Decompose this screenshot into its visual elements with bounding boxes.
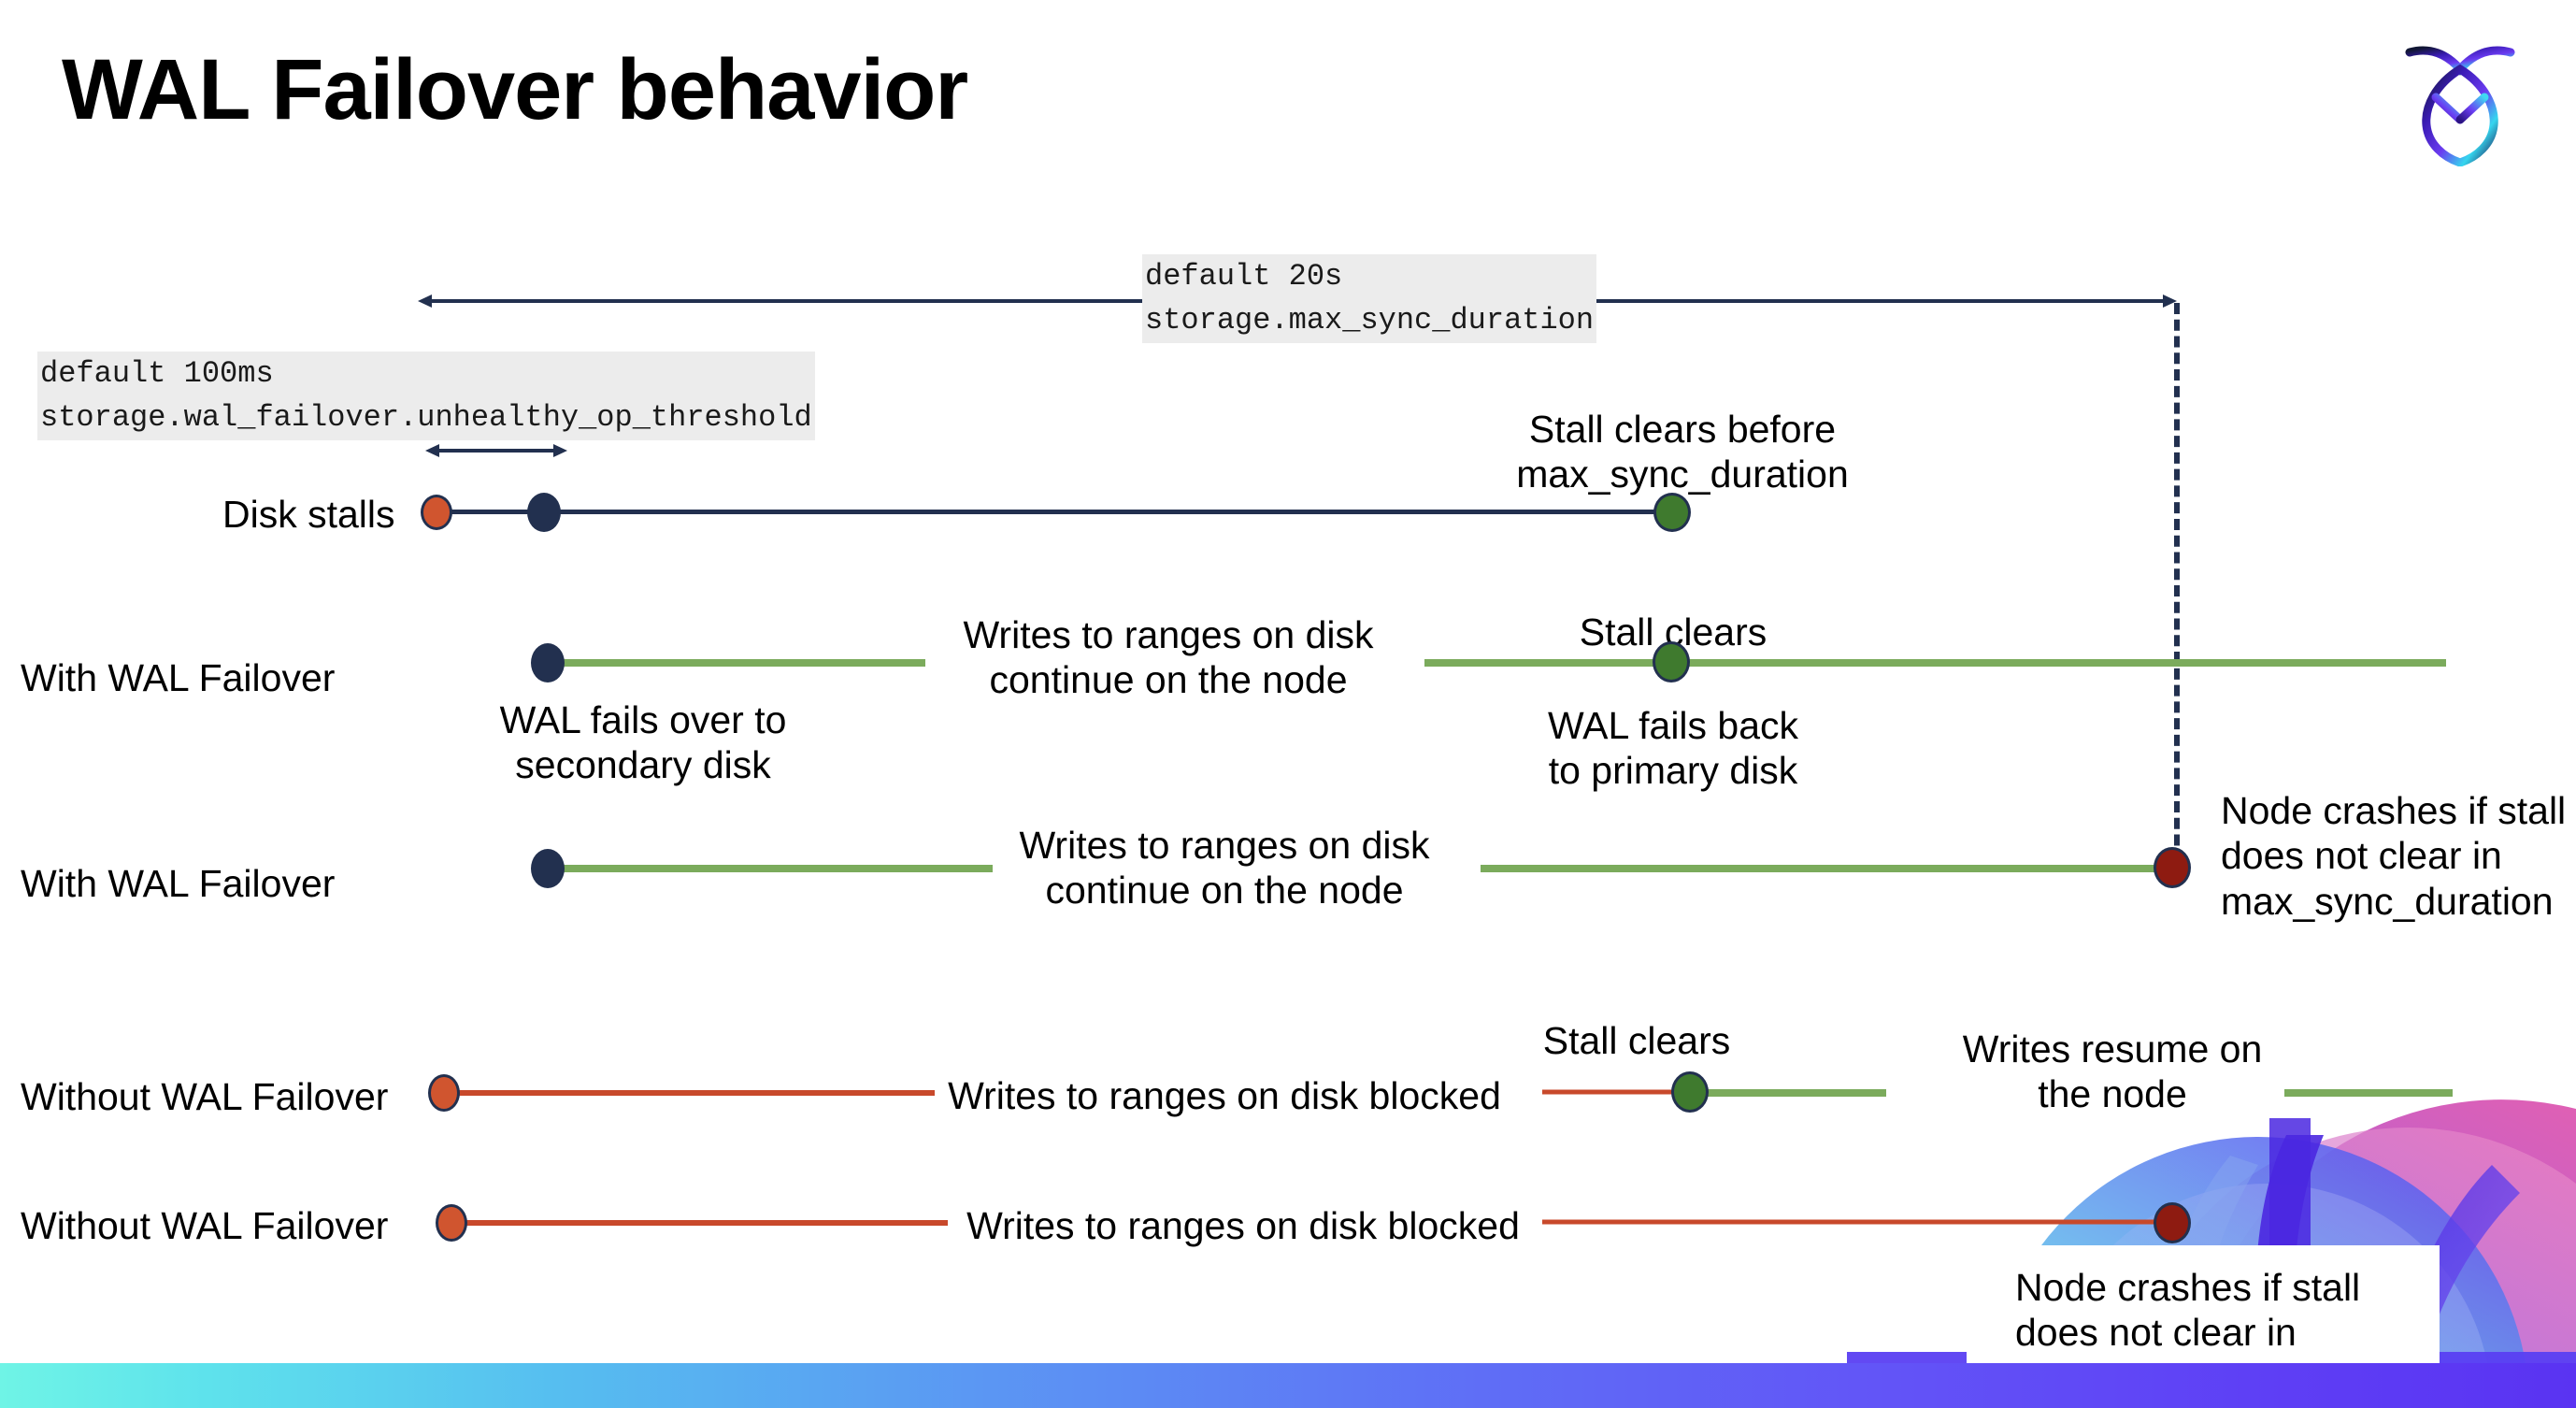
callout-node-crashes-1: Node crashes if stall does not clear in …: [2221, 789, 2567, 923]
marker-failover-with-wal-failover-1: [531, 643, 565, 682]
callout-stall-clears-1: Stall clears: [1579, 611, 1767, 654]
timeline-without-wal-failover-1-segment-b: [1694, 1089, 1886, 1097]
marker-stall-begins-without-wal-failover-2: [436, 1204, 467, 1242]
marker-stall-clears-with-wal-failover-1: [1653, 641, 1690, 682]
timeline-with-wal-failover-2-segment-a: [542, 865, 993, 872]
row-label-disk-stalls: Disk stalls: [222, 493, 395, 536]
timeline-with-wal-failover-1-segment-b: [1424, 659, 2446, 667]
timeline-with-wal-failover-1-segment-a: [542, 659, 925, 667]
timeline-without-wal-failover-2-arrow: [1542, 1215, 2172, 1228]
marker-stall-begins-without-wal-failover-1: [428, 1074, 460, 1112]
timeline-without-wal-failover-2-segment-a: [464, 1220, 948, 1226]
callout-wal-fails-back: WAL fails back to primary disk: [1547, 704, 1799, 793]
max-sync-duration-annotation: default 20s storage.max_sync_duration: [1142, 254, 1597, 343]
max-sync-duration-dropline: [2174, 303, 2180, 879]
callout-writes-continue-1: Writes to ranges on disk continue on the…: [963, 613, 1374, 702]
timeline-with-wal-failover-2-segment-b: [1481, 865, 2172, 872]
bottom-accent-band: [0, 1363, 2576, 1408]
max-sync-setting-label: storage.max_sync_duration: [1142, 298, 1597, 343]
marker-stall-clears-without-wal-failover-1: [1671, 1071, 1709, 1113]
callout-writes-blocked-1: Writes to ranges on disk blocked: [948, 1074, 1501, 1117]
unhealthy-op-threshold-annotation: default 100ms storage.wal_failover.unhea…: [37, 352, 815, 440]
unhealthy-op-threshold-span-arrow: [425, 444, 567, 457]
callout-writes-resume: Writes resume on the node: [1962, 1027, 2263, 1116]
marker-failover-point-disk-stalls: [527, 493, 561, 532]
marker-stall-clears-disk-stalls: [1653, 493, 1691, 532]
marker-node-crash-without-wal-failover-2: [2154, 1202, 2191, 1243]
marker-failover-with-wal-failover-2: [531, 849, 565, 888]
row-label-without-wal-failover-2: Without WAL Failover: [21, 1204, 389, 1247]
timeline-without-wal-failover-1-segment-a: [451, 1090, 935, 1096]
timeline-without-wal-failover-1-arrow: [1542, 1085, 1692, 1099]
callout-wal-fails-over: WAL fails over to secondary disk: [499, 698, 787, 787]
cockroachdb-logo-icon: [2398, 26, 2522, 167]
timeline-without-wal-failover-1-segment-c: [2284, 1089, 2453, 1097]
timeline-disk-stalls: [437, 510, 1671, 514]
row-label-without-wal-failover-1: Without WAL Failover: [21, 1075, 389, 1118]
callout-writes-continue-2: Writes to ranges on disk continue on the…: [1019, 824, 1430, 912]
callout-writes-blocked-2: Writes to ranges on disk blocked: [966, 1204, 1520, 1247]
unhealthy-default-label: default 100ms: [37, 352, 815, 396]
marker-stall-begins-disk-stalls: [421, 495, 452, 530]
max-sync-default-label: default 20s: [1142, 254, 1597, 299]
callout-stall-clears-before-max-sync: Stall clears before max_sync_duration: [1516, 408, 1849, 496]
row-label-with-wal-failover-1: With WAL Failover: [21, 656, 336, 699]
unhealthy-setting-label: storage.wal_failover.unhealthy_op_thresh…: [37, 395, 815, 440]
marker-node-crash-with-wal-failover-2: [2154, 847, 2191, 888]
callout-stall-clears-2: Stall clears: [1542, 1019, 1731, 1062]
row-label-with-wal-failover-2: With WAL Failover: [21, 862, 336, 905]
page-title: WAL Failover behavior: [62, 42, 968, 137]
